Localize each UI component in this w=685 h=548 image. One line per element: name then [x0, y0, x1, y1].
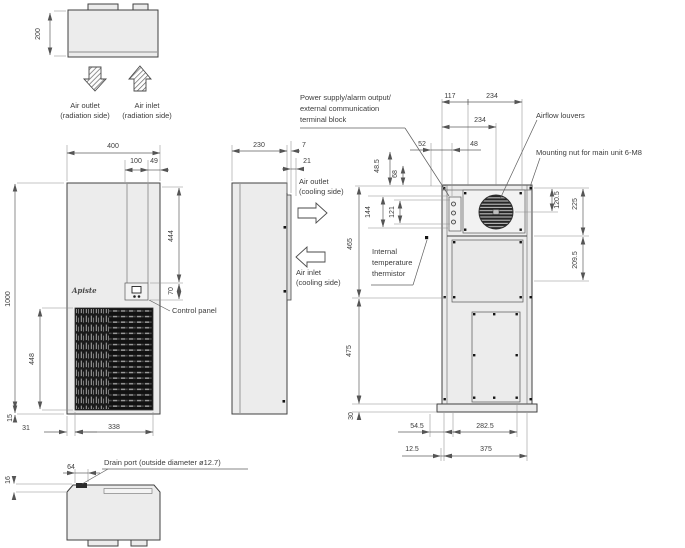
dim-rear-120-5: 120.5 [554, 191, 561, 209]
control-panel-icon [131, 286, 142, 298]
front-grille [74, 307, 154, 411]
air-outlet-radiation-label: Air outlet (radiation side) [60, 101, 110, 120]
dim-side-21: 21 [303, 158, 311, 165]
leader-lines [300, 119, 541, 286]
mounting-screws [443, 187, 532, 401]
dim-front-70: 70 [168, 287, 175, 295]
cooling-air-inlet-arrow [295, 245, 326, 269]
control-panel-leader [148, 299, 171, 312]
thermistor-label: Internal temperature thermistor [372, 247, 413, 278]
dim-front-height: 1000 [5, 291, 12, 307]
middle-panel [451, 239, 524, 303]
side-view [231, 141, 328, 415]
dim-rear-121: 121 [389, 206, 396, 218]
dim-front-31: 31 [22, 425, 30, 432]
dim-bottom-64: 64 [67, 464, 75, 471]
terminal-block-label: Power supply/alarm output/ external comm… [300, 93, 391, 124]
dim-rear-465: 465 [347, 238, 354, 250]
bottom-view [11, 468, 248, 547]
dim-front-width: 400 [107, 143, 119, 150]
drain-port [76, 483, 87, 488]
rear-view [300, 99, 589, 461]
front-view-dimensions [12, 145, 183, 436]
dim-rear-12-5: 12.5 [405, 446, 419, 453]
dim-rear-225: 225 [572, 198, 579, 210]
dim-side-7: 7 [302, 142, 306, 149]
dim-bottom-16: 16 [5, 476, 12, 484]
drain-port-label: Drain port (outside diameter ø12.7) [104, 458, 221, 467]
dim-top-height: 200 [35, 28, 42, 40]
dim-rear-375: 375 [480, 446, 492, 453]
dim-rear-48: 48 [470, 141, 478, 148]
air-inlet-arrow [128, 65, 152, 92]
front-view [12, 145, 183, 436]
air-outlet-arrow [82, 66, 108, 92]
bottom-view-dimensions [11, 468, 248, 501]
dim-rear-209-5: 209.5 [572, 251, 579, 269]
base-plate [436, 403, 538, 413]
thermistor-mark [425, 236, 429, 240]
rear-bracket [286, 194, 292, 301]
dim-rear-30: 30 [348, 412, 355, 420]
lower-recess-panel [471, 311, 521, 403]
dim-rear-54-5: 54.5 [410, 423, 424, 430]
dim-rear-144: 144 [365, 206, 372, 218]
dim-front-448: 448 [29, 353, 36, 365]
dim-rear-234-top: 234 [486, 93, 498, 100]
dim-rear-234-mid: 234 [474, 117, 486, 124]
dim-front-15: 15 [7, 414, 14, 422]
dim-rear-48-5: 48.5 [374, 159, 381, 173]
cooling-air-outlet-arrow [297, 201, 328, 225]
dim-rear-68: 68 [392, 170, 399, 178]
air-inlet-cooling-label: Air inlet (cooling side) [296, 268, 341, 287]
control-panel-label: Control panel [172, 306, 217, 315]
top-view [47, 3, 159, 92]
dim-rear-117: 117 [444, 93, 456, 100]
dim-front-100: 100 [130, 158, 142, 165]
airflow-louvers-label: Airflow louvers [536, 111, 585, 120]
dim-rear-282-5: 282.5 [476, 423, 494, 430]
dim-front-338: 338 [108, 424, 120, 431]
top-view-dimensions [47, 10, 66, 57]
air-outlet-cooling-label: Air outlet (cooling side) [299, 177, 344, 196]
dim-front-49: 49 [150, 158, 158, 165]
dim-front-444: 444 [168, 230, 175, 242]
air-inlet-radiation-label: Air inlet (radiation side) [122, 101, 172, 120]
dim-side-depth: 230 [253, 142, 265, 149]
rear-view-dimensions [352, 99, 589, 461]
dim-rear-52: 52 [418, 141, 426, 148]
brand-logo: Apiste [72, 286, 97, 295]
dim-rear-475: 475 [346, 345, 353, 357]
side-view-dimensions [231, 141, 305, 196]
mounting-nut-label: Mounting nut for main unit 6-M8 [536, 148, 642, 157]
